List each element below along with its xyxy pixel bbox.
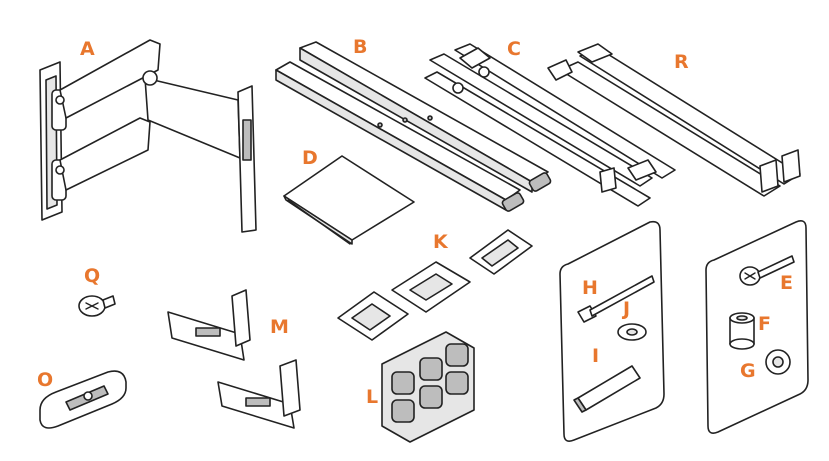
hardware-bag-right-icon — [705, 220, 809, 434]
label-m: M — [270, 316, 289, 338]
screw-icon — [78, 295, 116, 317]
label-i: I — [592, 345, 600, 367]
label-f: F — [758, 313, 771, 335]
label-l: L — [366, 386, 379, 408]
adhesive-pads-icon — [381, 331, 475, 443]
label-k: K — [433, 231, 448, 253]
label-r: R — [674, 51, 689, 73]
locking-clips-icon — [167, 289, 301, 429]
instruction-manual-icon — [283, 155, 415, 245]
label-g: G — [740, 360, 756, 382]
label-b: B — [353, 36, 368, 58]
bubble-level-icon — [39, 370, 127, 429]
label-d: D — [302, 147, 318, 169]
label-q: Q — [84, 265, 101, 287]
cable-clips-icon — [337, 229, 533, 341]
articulating-arm-bracket-icon — [39, 39, 257, 233]
machine-screw-icon — [739, 255, 795, 286]
hardware-bag-left-icon — [559, 220, 665, 442]
mounting-rails-icon — [424, 43, 676, 207]
vertical-rails-icon — [547, 43, 801, 197]
label-e: E — [780, 272, 793, 294]
label-h: H — [582, 277, 598, 299]
washer-icon — [765, 349, 791, 375]
label-j: J — [623, 298, 631, 320]
spacer-icon — [729, 312, 755, 350]
washer-icon — [617, 323, 647, 341]
lag-bolt-icon — [577, 275, 655, 323]
label-c: C — [507, 38, 521, 60]
wall-anchor-icon — [573, 365, 641, 413]
horizontal-rails-icon — [275, 41, 552, 212]
label-o: O — [37, 369, 54, 391]
label-a: A — [80, 38, 95, 60]
